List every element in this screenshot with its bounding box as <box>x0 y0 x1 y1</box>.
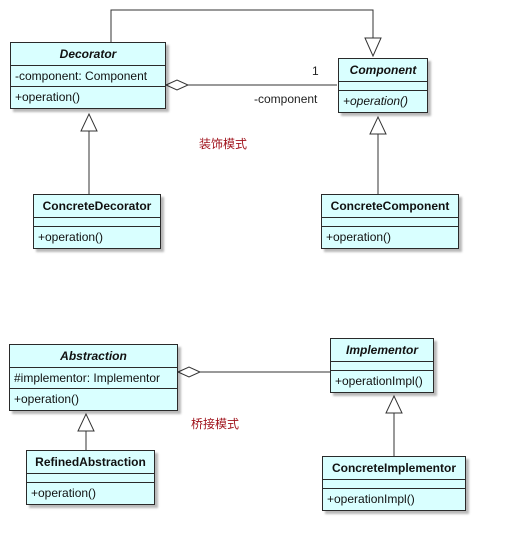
class-name: Abstraction <box>10 345 177 368</box>
class-component[interactable]: Component +operation() <box>338 58 428 113</box>
class-implementor[interactable]: Implementor +operationImpl() <box>330 338 434 393</box>
class-operation: +operation() <box>38 230 104 244</box>
class-attribute: -component: Component <box>11 66 165 87</box>
class-concrete-component[interactable]: ConcreteComponent +operation() <box>321 194 459 249</box>
class-operation: +operationImpl() <box>335 374 423 388</box>
class-operation: +operationImpl() <box>327 492 415 506</box>
class-name: ConcreteDecorator <box>34 195 160 218</box>
class-attributes-empty <box>34 218 160 227</box>
class-name: RefinedAbstraction <box>27 451 154 474</box>
class-attributes-empty <box>339 82 427 91</box>
bridge-pattern-title: 桥接模式 <box>191 417 240 431</box>
class-name: ConcreteComponent <box>322 195 458 218</box>
class-operation: +operation() <box>326 230 392 244</box>
class-decorator[interactable]: Decorator -component: Component +operati… <box>10 42 166 109</box>
concrete-decorator-generalization-arrow <box>80 112 98 132</box>
class-attributes-empty <box>323 480 465 489</box>
class-attributes-empty <box>322 218 458 227</box>
class-attributes-empty <box>27 474 154 483</box>
concrete-component-generalization-arrow <box>369 115 387 135</box>
refined-abstraction-generalization-arrow <box>77 412 95 432</box>
class-operation: +operation() <box>343 94 409 108</box>
decorator-generalization-arrow <box>364 37 382 58</box>
class-refined-abstraction[interactable]: RefinedAbstraction +operation() <box>26 450 155 505</box>
concrete-implementor-generalization-arrow <box>385 394 403 414</box>
class-name: ConcreteImplementor <box>323 457 465 480</box>
abstraction-aggregation-diamond <box>176 366 202 378</box>
class-name: Implementor <box>331 339 433 362</box>
class-concrete-decorator[interactable]: ConcreteDecorator +operation() <box>33 194 161 249</box>
class-name: Decorator <box>11 43 165 66</box>
decorator-aggregation-diamond <box>164 79 190 91</box>
class-operation: +operation() <box>15 90 81 104</box>
association-role-label: -component <box>254 92 318 106</box>
class-operation: +operation() <box>14 392 80 406</box>
decorator-generalization-line <box>110 9 374 42</box>
class-attributes-empty <box>331 362 433 371</box>
decorator-pattern-title: 装饰模式 <box>199 137 248 151</box>
class-concrete-implementor[interactable]: ConcreteImplementor +operationImpl() <box>322 456 466 511</box>
class-name: Component <box>339 59 427 82</box>
class-abstraction[interactable]: Abstraction #implementor: Implementor +o… <box>9 344 178 411</box>
association-multiplicity-label: 1 <box>312 64 319 78</box>
class-attribute: #implementor: Implementor <box>10 368 177 389</box>
class-operation: +operation() <box>31 486 97 500</box>
